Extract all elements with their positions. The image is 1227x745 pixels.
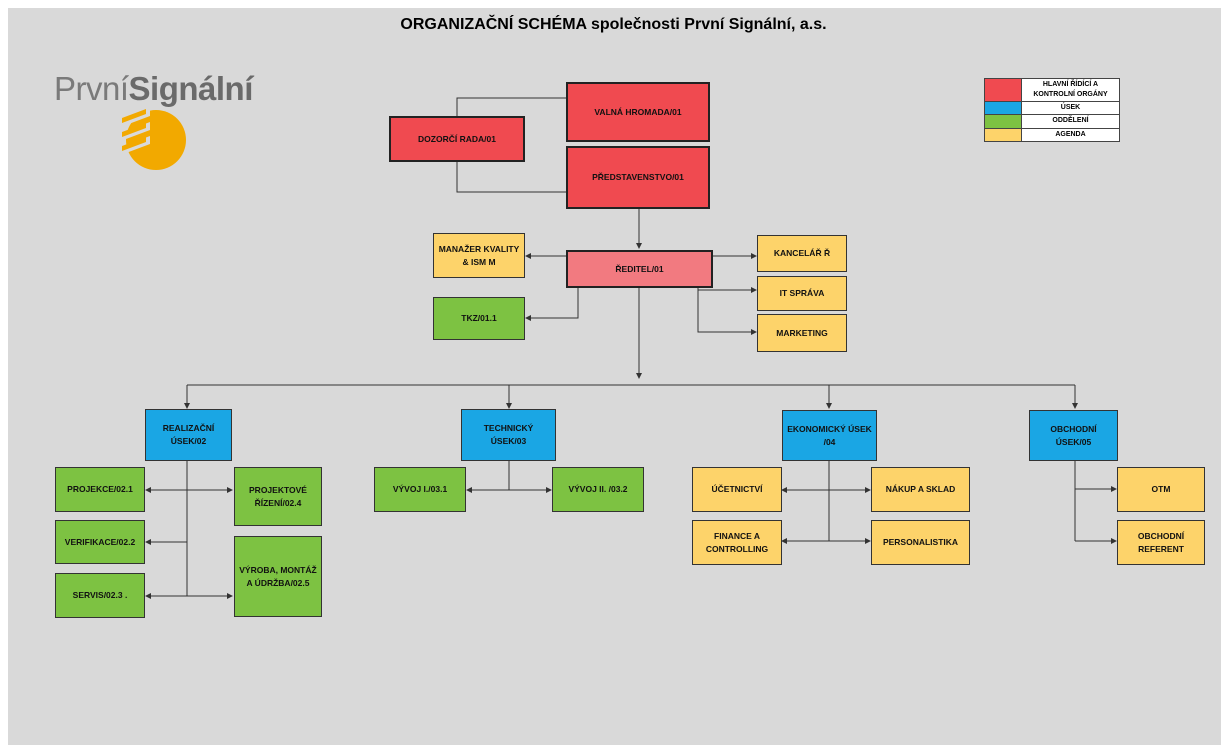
node-ucetnictvi: ÚČETNICTVÍ	[692, 467, 782, 512]
node-technicky-usek: TECHNICKÝ ÚSEK/03	[461, 409, 556, 461]
node-it-sprava: IT SPRÁVA	[757, 276, 847, 311]
legend-swatch	[985, 115, 1021, 128]
logo-sun-icon	[118, 108, 186, 170]
node-ekonomicky-usek: EKONOMICKÝ ÚSEK /04	[782, 410, 877, 461]
node-nakup-sklad: NÁKUP A SKLAD	[871, 467, 970, 512]
node-valna-hromada: VALNÁ HROMADA/01	[566, 82, 710, 142]
node-obchodni-referent: OBCHODNÍ REFERENT	[1117, 520, 1205, 565]
company-logo: PrvníSignální	[54, 70, 253, 108]
node-vyroba: VÝROBA, MONTÁŽ A ÚDRŽBA/02.5	[234, 536, 322, 617]
node-manazer-kvality: MANAŽER KVALITY & ISM M	[433, 233, 525, 278]
node-predstavenstvo: PŘEDSTAVENSTVO/01	[566, 146, 710, 209]
node-vyvoj-1: VÝVOJ I./03.1	[374, 467, 466, 512]
logo-text-part2: Signální	[128, 70, 254, 107]
node-verifikace: VERIFIKACE/02.2	[55, 520, 145, 564]
page-title: ORGANIZAČNÍ SCHÉMA společnosti První Sig…	[400, 16, 827, 33]
node-projektove-rizeni: PROJEKTOVÉ ŘÍZENÍ/02.4	[234, 467, 322, 526]
node-realizacni-usek: REALIZAČNÍ ÚSEK/02	[145, 409, 232, 461]
legend-item: AGENDA	[985, 127, 1119, 141]
legend-label: HLAVNÍ ŘÍDÍCÍ A KONTROLNÍ ORGÁNY	[1021, 79, 1119, 102]
node-otm: OTM	[1117, 467, 1205, 512]
node-servis: SERVIS/02.3 .	[55, 573, 145, 618]
node-reditel: ŘEDITEL/01	[566, 250, 713, 288]
legend-swatch	[985, 102, 1021, 115]
node-vyvoj-2: VÝVOJ II. /03.2	[552, 467, 644, 512]
node-kancelar: KANCELÁŘ Ř	[757, 235, 847, 272]
legend-item: ODDĚLENÍ	[985, 114, 1119, 128]
node-finance: FINANCE A CONTROLLING	[692, 520, 782, 565]
node-personalistika: PERSONALISTIKA	[871, 520, 970, 565]
legend-item: ÚSEK	[985, 101, 1119, 115]
legend-label: ÚSEK	[1021, 102, 1119, 115]
legend-label: AGENDA	[1021, 128, 1119, 141]
legend-swatch	[985, 128, 1021, 141]
node-tkz: TKZ/01.1	[433, 297, 525, 340]
node-dozorci-rada: DOZORČÍ RADA/01	[389, 116, 525, 162]
legend-item: HLAVNÍ ŘÍDÍCÍ A KONTROLNÍ ORGÁNY	[985, 79, 1119, 102]
node-projekce: PROJEKCE/02.1	[55, 467, 145, 512]
logo-text-part1: První	[54, 70, 129, 107]
legend-label: ODDĚLENÍ	[1021, 115, 1119, 128]
node-marketing: MARKETING	[757, 314, 847, 352]
legend-swatch	[985, 79, 1021, 102]
node-obchodni-usek: OBCHODNÍ ÚSEK/05	[1029, 410, 1118, 461]
